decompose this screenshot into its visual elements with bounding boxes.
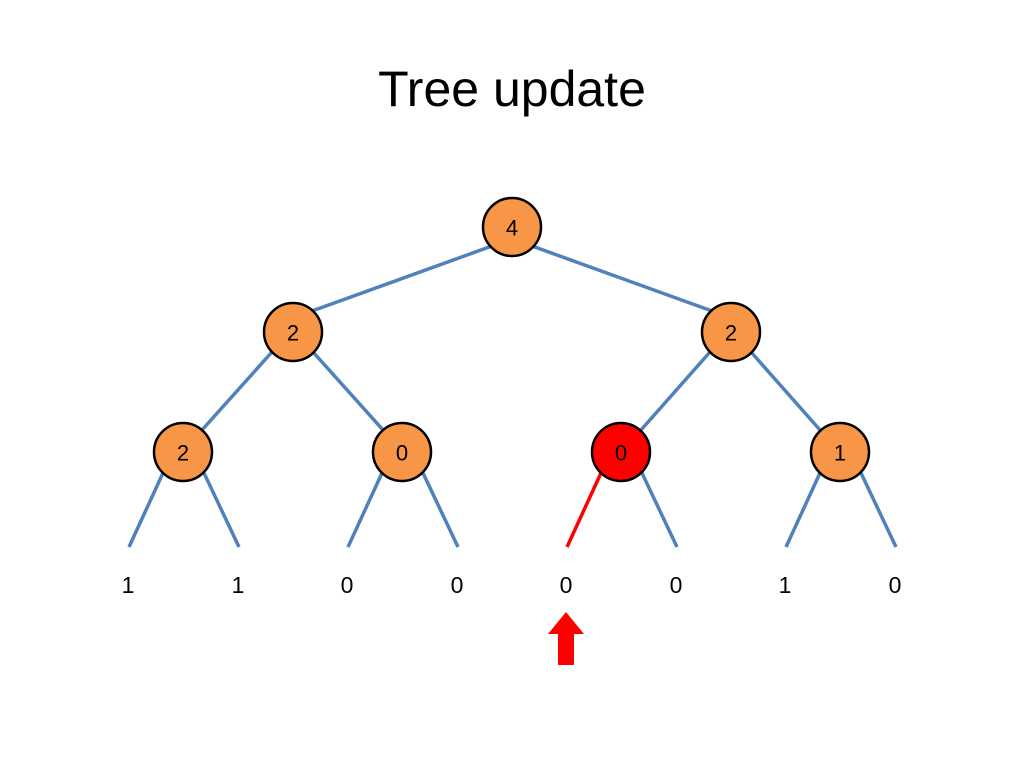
leaf-0: 1 — [122, 572, 135, 598]
leaf-7: 0 — [889, 572, 902, 598]
slide-title: Tree update — [378, 61, 646, 117]
node-level2-1: 0 — [371, 421, 433, 483]
leaf-3: 0 — [451, 572, 464, 598]
node-level2-1-value: 0 — [396, 441, 408, 466]
edge-l2d-leaf7 — [859, 472, 898, 548]
up-arrow-icon — [548, 612, 584, 665]
node-level1-right: 2 — [700, 301, 762, 363]
edge-l1b-l2d — [749, 350, 822, 432]
edge-l1b-l2c — [639, 350, 712, 432]
edge-l2b-leaf2 — [346, 472, 384, 548]
node-level2-3-value: 1 — [834, 441, 846, 466]
leaf-4-updated: 0 — [560, 572, 573, 598]
edge-l2a-leaf0 — [127, 472, 165, 548]
edge-l2b-leaf3 — [421, 472, 460, 548]
node-level2-3: 1 — [809, 421, 871, 483]
node-level2-2-updated: 0 — [590, 421, 652, 483]
leaf-2: 0 — [341, 572, 354, 598]
node-level2-0: 2 — [152, 421, 214, 483]
edge-l2c-leaf5 — [640, 472, 679, 548]
edge-root-right — [531, 244, 713, 313]
leaf-1: 1 — [232, 572, 245, 598]
edge-l2a-leaf1 — [202, 472, 241, 548]
leaf-6: 1 — [779, 572, 792, 598]
edge-l1a-l2a — [200, 350, 274, 432]
node-level1-right-value: 2 — [725, 321, 737, 346]
node-level1-left: 2 — [262, 301, 324, 363]
node-level1-left-value: 2 — [287, 321, 299, 346]
edge-l2d-leaf6 — [784, 472, 822, 548]
edge-root-left — [311, 244, 493, 313]
edge-l2c-leaf4 — [565, 472, 603, 548]
node-root: 4 — [481, 196, 543, 258]
node-level2-0-value: 2 — [177, 441, 189, 466]
node-level2-2-value: 0 — [615, 441, 627, 466]
edge-l1a-l2b — [311, 350, 385, 432]
node-root-value: 4 — [506, 216, 518, 241]
leaf-5: 0 — [670, 572, 683, 598]
